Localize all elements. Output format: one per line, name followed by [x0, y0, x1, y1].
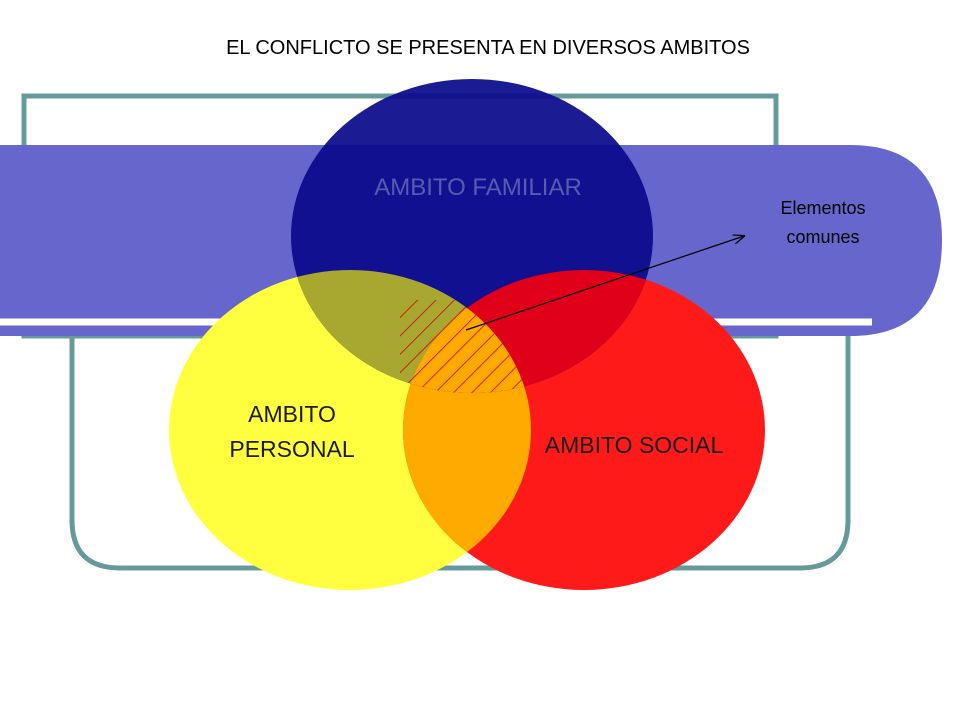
label-ambito-personal-line2: PERSONAL	[229, 436, 354, 462]
annotation-label-line1: Elementos	[780, 198, 865, 218]
background-frame-bottom	[69, 320, 851, 571]
page-title: EL CONFLICTO SE PRESENTA EN DIVERSOS AMB…	[226, 37, 750, 59]
annotation-label-line2: comunes	[786, 227, 859, 247]
label-ambito-social: AMBITO SOCIAL	[545, 432, 724, 458]
label-ambito-familiar: AMBITO FAMILIAR	[374, 174, 582, 201]
annotation-arrow	[465, 236, 744, 331]
label-ambito-personal-line1: AMBITO	[248, 401, 336, 427]
